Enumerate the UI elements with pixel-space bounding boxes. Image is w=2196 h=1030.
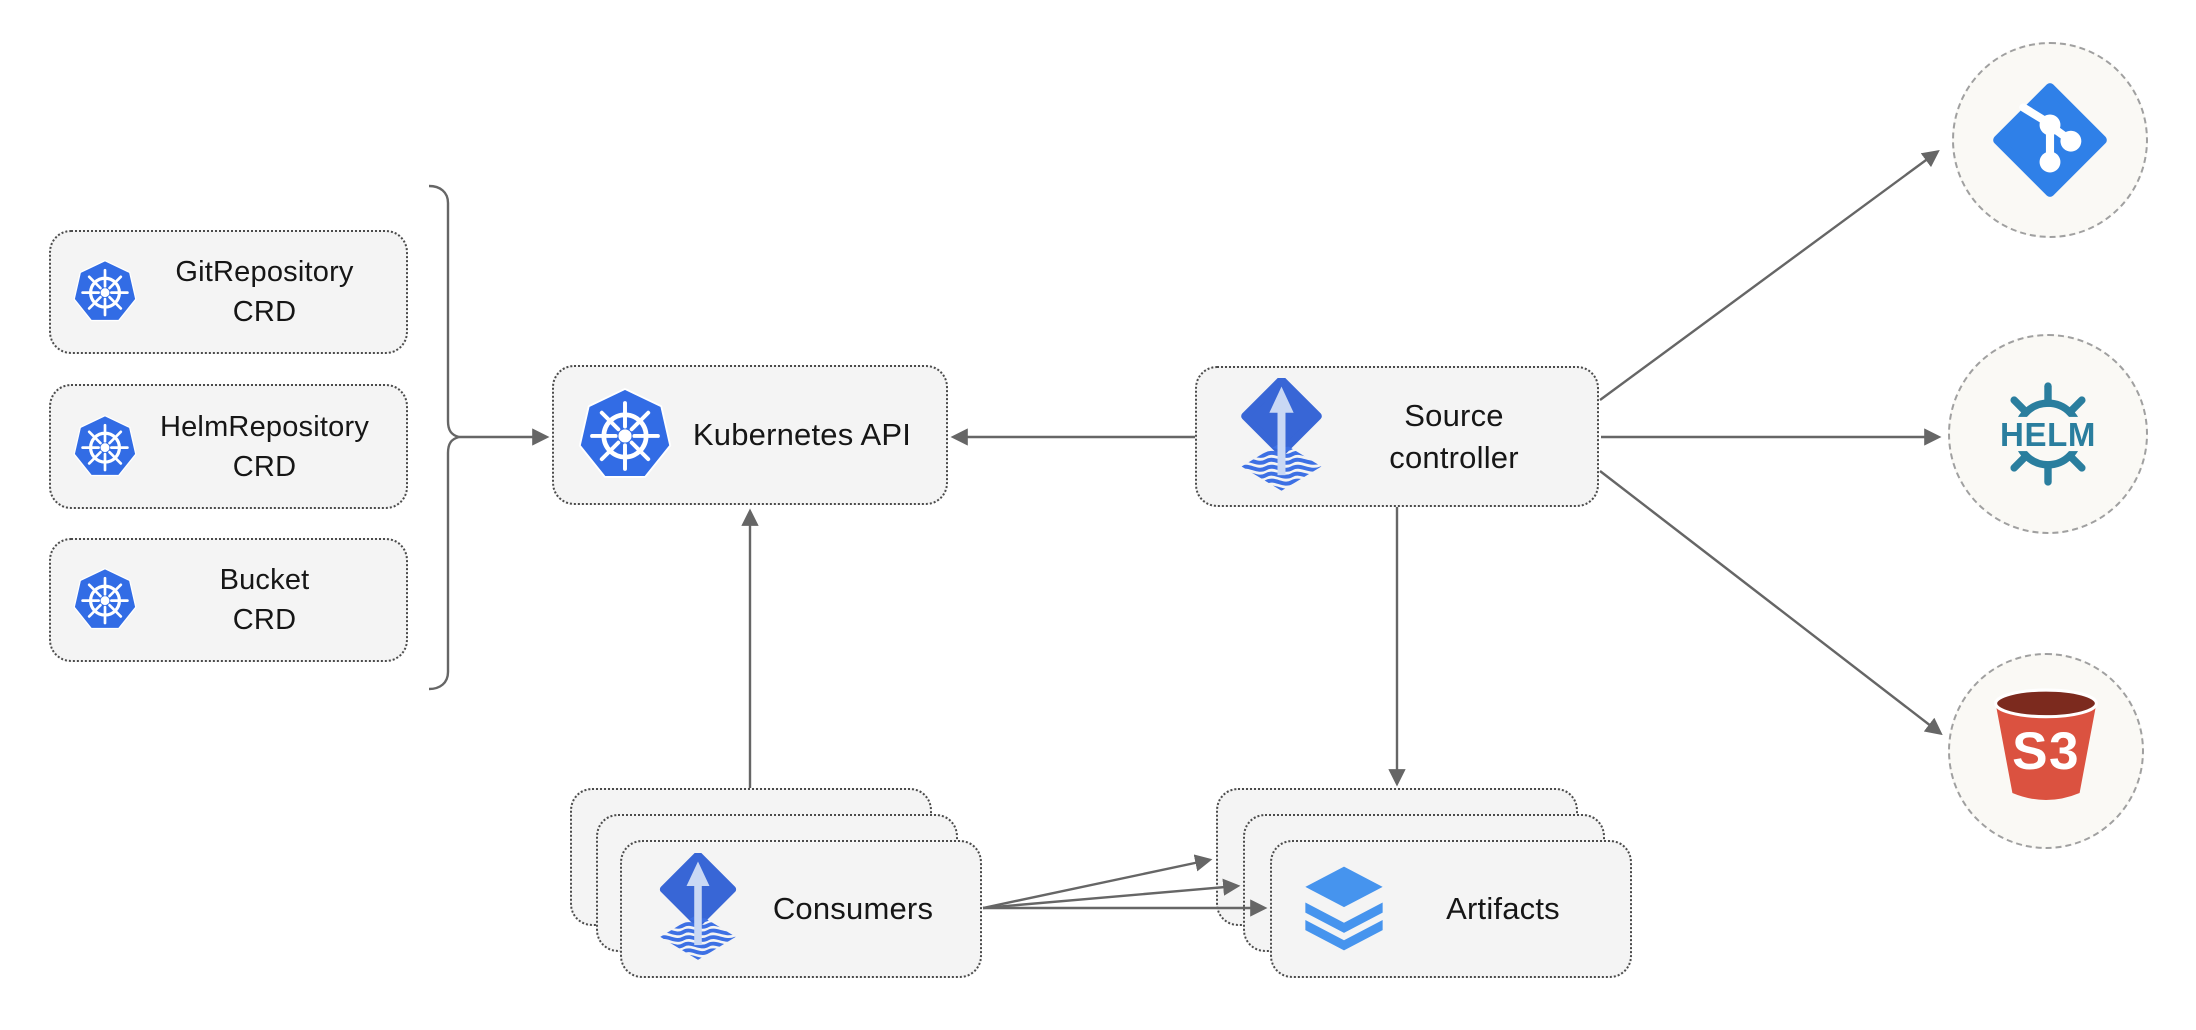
node-gitrepository-crd: GitRepository CRD <box>49 230 408 354</box>
helm-label: HELM <box>2000 417 2096 454</box>
arrow-consumers-to-artifacts-1 <box>982 854 1213 910</box>
s3-source-circle: S3 <box>1948 653 2144 849</box>
flux-icon <box>656 853 740 965</box>
helm-source-circle: HELM <box>1948 334 2148 534</box>
node-helmrepository-crd: HelmRepository CRD <box>49 384 408 509</box>
kubernetes-icon <box>578 388 672 482</box>
s3-bucket-icon: S3 <box>1976 681 2116 821</box>
node-label: Bucket CRD <box>219 564 310 636</box>
kubernetes-icon <box>73 568 137 632</box>
node-label: HelmRepository CRD <box>159 410 370 483</box>
node-kubernetes-api: Kubernetes API <box>552 365 948 505</box>
layers-icon <box>1298 863 1390 955</box>
node-label: Kubernetes API <box>692 417 912 452</box>
git-icon <box>1992 82 2108 198</box>
flux-icon <box>1237 377 1325 496</box>
node-consumers: Consumers <box>620 840 982 978</box>
arrow-consumers-to-artifacts-2 <box>982 878 1241 910</box>
node-label: Source controller <box>1389 397 1519 475</box>
node-bucket-crd: Bucket CRD <box>49 538 408 662</box>
node-label: Artifacts <box>1446 891 1560 926</box>
s3-label: S3 <box>2012 722 2080 781</box>
arrow-source-controller-to-s3 <box>1599 470 1943 736</box>
arrow-source-controller-to-git <box>1599 149 1940 401</box>
node-artifacts: Artifacts <box>1270 840 1632 978</box>
kubernetes-icon <box>73 260 137 324</box>
crd-group-brace <box>428 184 460 691</box>
node-source-controller: Source controller <box>1195 366 1599 507</box>
node-label: GitRepository CRD <box>175 256 354 328</box>
node-label: Consumers <box>772 891 934 926</box>
helm-icon: HELM <box>1991 377 2105 491</box>
git-source-circle <box>1952 42 2148 238</box>
kubernetes-icon <box>73 414 137 479</box>
